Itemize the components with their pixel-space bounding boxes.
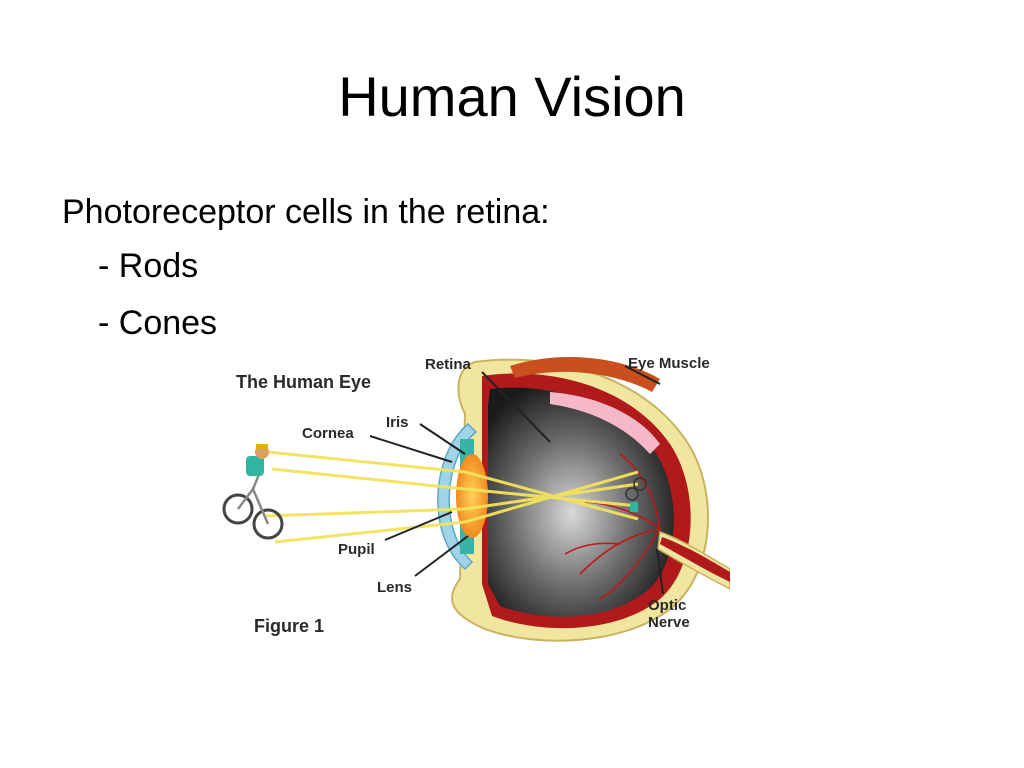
eye-diagram: The Human Eye Retina Eye Muscle Iris Cor… xyxy=(220,344,730,644)
figure-caption: Figure 1 xyxy=(254,616,324,636)
eye-muscle-shape xyxy=(510,357,660,392)
label-pupil: Pupil xyxy=(338,541,375,558)
bullet-item-cones: - Cones xyxy=(98,304,218,342)
bullet-lead: Photoreceptor cells in the retina: xyxy=(62,193,550,231)
figure-heading: The Human Eye xyxy=(236,372,371,392)
label-lens: Lens xyxy=(377,579,412,596)
cyclist-icon xyxy=(222,444,284,540)
bullet-list: Photoreceptor cells in the retina: - Rod… xyxy=(62,186,550,352)
label-eye-muscle: Eye Muscle xyxy=(628,355,710,372)
lens-shape xyxy=(456,454,488,538)
retina-layer xyxy=(550,392,660,454)
eye-diagram-svg: The Human Eye Retina Eye Muscle Iris Cor… xyxy=(222,355,730,642)
label-optic-line2: Nerve xyxy=(648,614,690,631)
label-iris: Iris xyxy=(386,414,409,431)
leader-lines xyxy=(369,365,664,595)
optic-nerve-core xyxy=(660,537,730,582)
label-optic-line1: Optic xyxy=(648,597,686,614)
retina-image-icon xyxy=(625,477,647,512)
label-cornea: Cornea xyxy=(302,425,354,442)
light-rays xyxy=(264,450,639,544)
bullet-item-rods: - Rods xyxy=(98,247,199,285)
label-retina: Retina xyxy=(425,356,472,373)
slide-title: Human Vision xyxy=(338,65,686,128)
